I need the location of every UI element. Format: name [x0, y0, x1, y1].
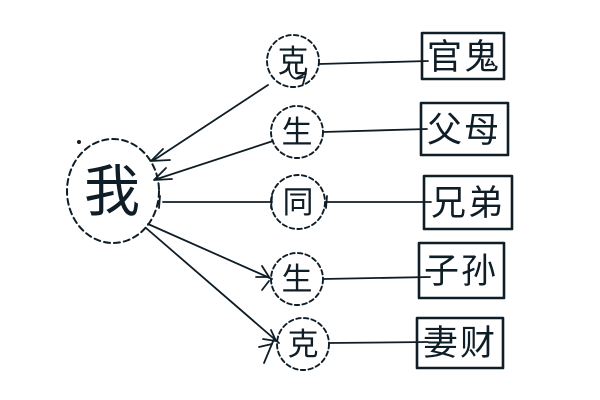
- row-zisun: 生 子孙: [147, 223, 506, 306]
- connector-self-row4: [147, 223, 273, 280]
- relation-circle-row3: [270, 174, 326, 230]
- relation-circle-row5: [276, 317, 330, 371]
- self-label: 我: [84, 160, 140, 225]
- connector-self-row1: [153, 84, 269, 161]
- hook-arrowhead-row1: [296, 72, 307, 85]
- connector-circle-box-row2: [322, 128, 428, 133]
- target-label-row2: 父母: [427, 111, 501, 151]
- self-ellipse: [66, 138, 160, 244]
- row-qicai: 克 妻财: [145, 227, 505, 371]
- target-box-row3: [422, 174, 514, 231]
- relation-circle-row1: [266, 34, 320, 88]
- row-xiongdi: 同 兄弟: [158, 174, 514, 231]
- target-label-row1: 官鬼: [427, 38, 501, 78]
- hook-stroke-row1: [288, 61, 304, 80]
- target-box-row5: [415, 316, 505, 370]
- connector-circle-box-row4: [322, 276, 431, 280]
- arrowhead-toward-relation-row4: [255, 265, 270, 278]
- relation-label-row5: 克: [288, 327, 319, 363]
- ink-dot: [77, 140, 81, 144]
- connector-self-row5: [145, 227, 280, 344]
- connector-circle-box-row5: [328, 341, 429, 344]
- arrowhead-toward-relation-row5: [262, 329, 277, 342]
- target-label-row3: 兄弟: [431, 184, 505, 224]
- junction-tick-self-row3: [158, 195, 161, 209]
- target-box-row2: [419, 101, 510, 157]
- row-fumu: 生 父母: [153, 101, 510, 181]
- target-label-row4: 子孙: [424, 252, 498, 292]
- connector-circle-box-row1: [318, 60, 429, 65]
- row-guangui: 克 官鬼: [150, 31, 506, 162]
- connector-self-row2: [156, 140, 274, 180]
- target-box-row4: [417, 241, 506, 300]
- arrowhead-toward-self-row1: [150, 148, 171, 162]
- stray-tick-b-row5: [258, 343, 273, 348]
- stray-tick-row4: [261, 280, 270, 291]
- relation-label-row4: 生: [282, 262, 313, 298]
- relation-label-row3: 同: [283, 185, 314, 221]
- stray-tick-a-row5: [263, 338, 275, 364]
- arrowhead-toward-self-row2: [153, 167, 173, 181]
- target-label-row5: 妻财: [423, 324, 497, 364]
- relation-label-row2: 生: [282, 115, 313, 151]
- target-box-row1: [420, 31, 506, 81]
- self-node: 我: [66, 138, 160, 244]
